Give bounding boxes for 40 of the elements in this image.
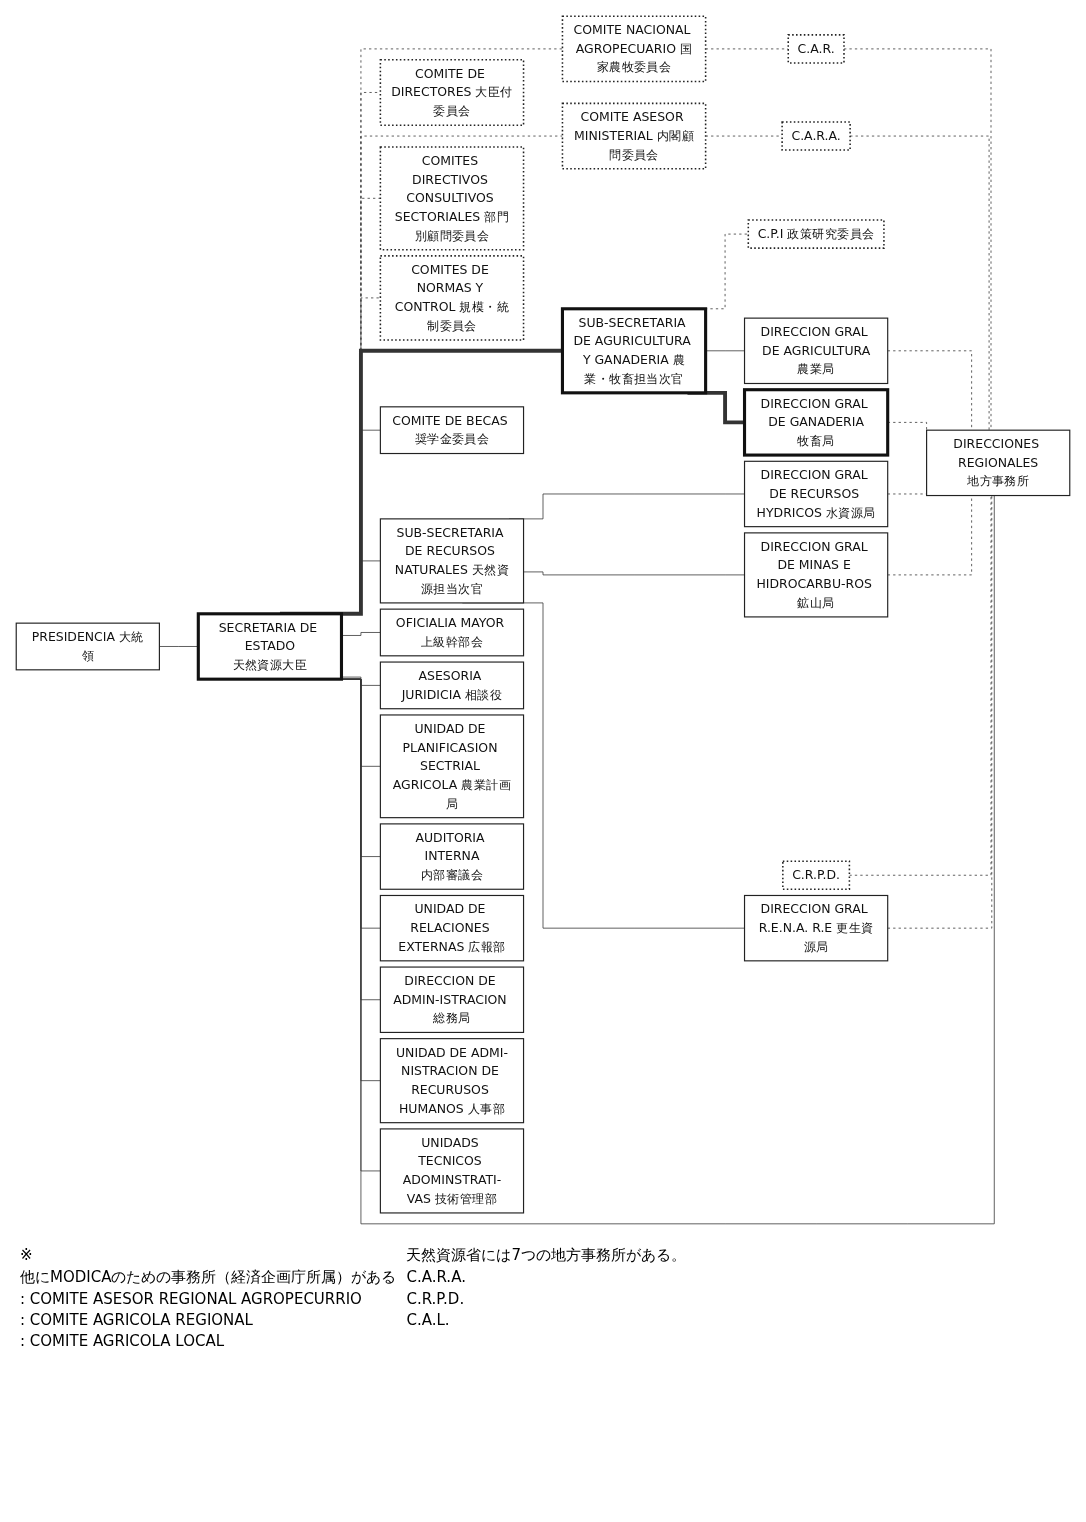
node-box: DIRECCION GRAL DE AGRICULTURA 農業局 [743,317,889,385]
node-box: DIRECCION GRAL R.E.N.A. R.E 更生資源局 [743,894,889,962]
node-box: ASESORIA JURIDICIA 相談役 [379,661,525,710]
note-text: C.A.R.A. [406,1268,467,1288]
node-box: DIRECCION DE ADMIN-ISTRACION 総務局 [379,966,525,1033]
node-box: DIRECCION GRAL DE MINAS E HIDROCARBU-ROS 鉱山局 [743,532,889,618]
note-text: : COMITE ASESOR REGIONAL AGROPECURRIO [20,1290,363,1309]
node-box: UNIDAD DE PLANIFICASION SECTRIAL AGRICOLA 農業計画局 [379,714,525,819]
node-box: UNIDADS TECNICOS ADOMINSTRATI-VAS 技術管理部 [379,1128,525,1214]
node-box: COMITE DE BECAS 奨学金委員会 [379,406,525,455]
node-box: OFICIALIA MAYOR 上級幹部会 [379,608,525,657]
note-text: C.A.L. [406,1311,451,1330]
node-box: COMITE NACIONAL AGROPECUARIO 国家農牧委員会 [561,15,707,83]
node-box: UNIDAD DE RELACIONES EXTERNAS 広報部 [379,894,525,962]
note-text: 天然資源省には7つの地方事務所がある。 [406,1246,686,1266]
connector [341,676,381,686]
node-box: C.A.R. [787,34,845,64]
node-box: C.A.R.A. [781,121,851,151]
node-box: SUB-SECRETARIA DE RECURSOS NATURALES 天然資源担当次官 [379,518,525,604]
node-box: SECRETARIA DE ESTADO 天然資源大臣 [196,612,344,681]
connector [843,48,992,431]
node-box: AUDITORIA INTERNA 内部審議会 [379,823,525,890]
node-box: DIRECCION GRAL DE GANADERIA 牧畜局 [742,388,890,457]
node-box: UNIDAD DE ADMI-NISTRACION DE RECURUSOS HUMANOS 人事部 [379,1038,525,1124]
node-box: COMITES DIRECTIVOS CONSULTIVOS SECTORIALES 部門別顧問委員会 [379,146,525,251]
node-box: C.R.P.D. [782,860,851,891]
node-box: DIRECCION GRAL DE RECURSOS HYDRICOS 水資源局 [743,460,889,528]
note-text: 他にMODICAのための事務所（経済企画庁所属）がある [20,1268,397,1288]
node-box: DIRECCIONES REGIONALES 地方事務所 [926,429,1071,497]
note-text: : COMITE AGRICOLA REGIONAL [20,1311,254,1330]
node-box: SUB-SECRETARIA DE AGURICULTURA Y GANADERIA 農業・牧畜担当次官 [560,307,708,395]
note-text: ※ [20,1246,34,1266]
node-box: COMITES DE NORMAS Y CONTROL 規模・統制委員会 [379,255,525,341]
node-box: COMITE ASESOR MINISTERIAL 内閣顧問委員会 [561,102,707,170]
note-text: : COMITE AGRICOLA LOCAL [20,1332,226,1351]
node-box: C.P.I 政策研究委員会 [747,219,885,249]
node-box: COMITE DE DIRECTORES 大臣付委員会 [379,59,525,126]
node-box: PRESIDENCIA 大統領 [15,622,160,671]
connector [523,571,745,576]
note-text: C.R.P.D. [406,1290,466,1309]
